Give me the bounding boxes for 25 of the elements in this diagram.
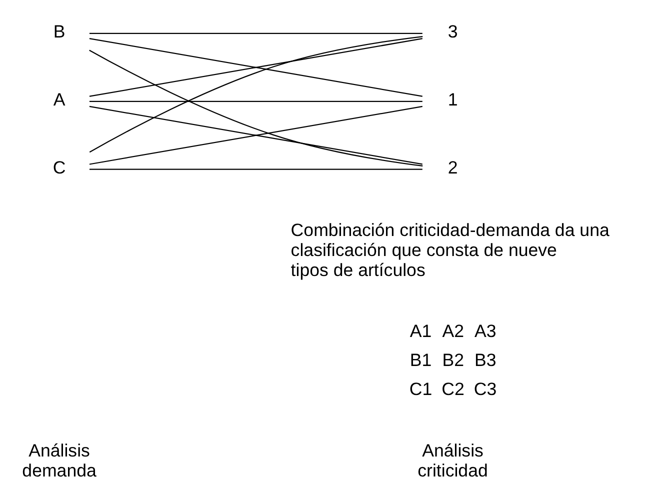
node-text: 2 <box>448 158 458 178</box>
label: C3 <box>474 379 497 400</box>
node-text: B <box>53 22 66 42</box>
connector <box>89 32 422 34</box>
connector <box>89 50 423 167</box>
label: B2 <box>442 350 464 370</box>
label: A2 <box>442 321 464 342</box>
connector <box>89 38 422 97</box>
node-text: A <box>53 90 66 110</box>
label: C1 <box>409 379 432 400</box>
connector <box>89 168 422 170</box>
node-text: 3 <box>448 22 458 42</box>
label: Análisis criticidad <box>418 440 488 480</box>
label: A3 <box>474 321 496 342</box>
label: A1 <box>410 321 432 342</box>
label: B1 <box>410 350 432 370</box>
label: Análisis demanda <box>22 440 96 480</box>
connector <box>89 100 422 102</box>
node-text: 1 <box>448 90 458 110</box>
connector <box>89 106 422 165</box>
label: C2 <box>442 379 464 400</box>
node-text: C <box>52 158 66 178</box>
label: B3 <box>474 350 496 370</box>
label: Combinación criticidad-demanda da una clasificación que consta de nueve tipos de artículos <box>290 220 610 280</box>
connector <box>89 36 423 153</box>
